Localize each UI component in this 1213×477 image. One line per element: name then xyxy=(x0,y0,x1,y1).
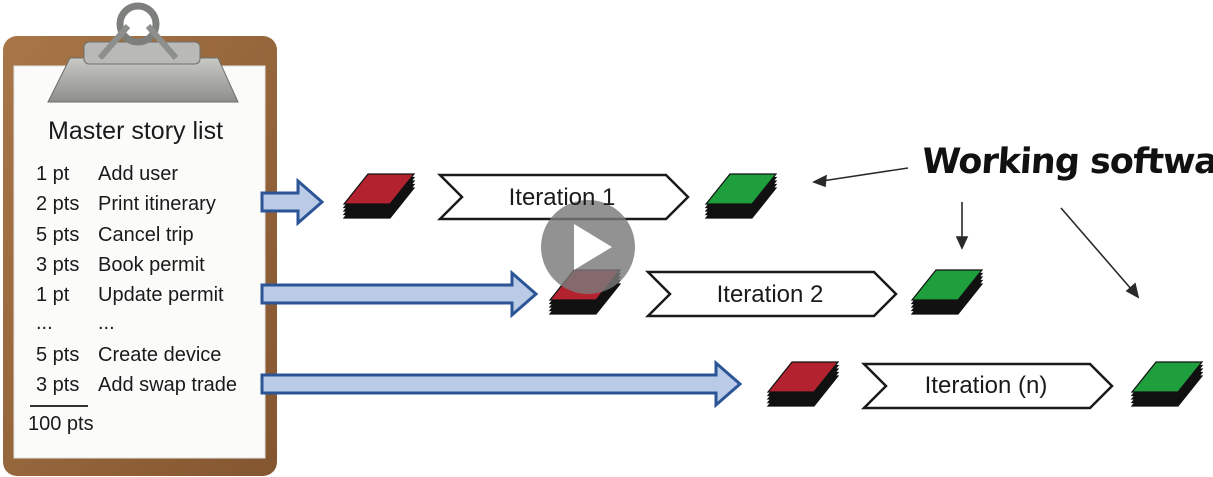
iteration-chevron-1 xyxy=(436,173,690,221)
story-name: Print itinerary xyxy=(98,193,216,215)
binder-clip-icon xyxy=(47,2,239,103)
story-points: ... xyxy=(36,312,53,334)
iteration-label-n: Iteration (n) xyxy=(924,372,1048,399)
clipboard-title: Master story list xyxy=(48,117,224,145)
clipboard-paper xyxy=(13,65,266,459)
story-points: 3 pts xyxy=(36,254,80,276)
play-button[interactable] xyxy=(541,200,635,294)
clipboard xyxy=(3,2,277,476)
output-card-stack-1 xyxy=(704,173,778,219)
iteration-chevron-n xyxy=(860,362,1114,410)
story-name: Create device xyxy=(98,344,222,366)
flow-arrow-1 xyxy=(260,177,325,227)
story-name: Update permit xyxy=(98,284,224,306)
input-card-stack-n xyxy=(766,361,840,407)
total-divider xyxy=(30,405,88,407)
story-points: 1 pt xyxy=(36,163,70,185)
output-card-stack-2 xyxy=(910,269,984,315)
story-points-total: 100 pts xyxy=(28,413,94,435)
story-points: 1 pt xyxy=(36,284,70,306)
story-name: Add user xyxy=(98,163,179,185)
pointer-arrow-iteration-n xyxy=(1060,207,1133,291)
story-name: Book permit xyxy=(98,254,205,276)
play-icon[interactable] xyxy=(574,224,612,270)
story-points: 5 pts xyxy=(36,344,80,366)
story-points: 5 pts xyxy=(36,224,80,246)
iteration-label-2: Iteration 2 xyxy=(716,281,824,308)
story-name: Cancel trip xyxy=(98,224,194,246)
story-name: Add swap trade xyxy=(98,374,237,396)
iteration-label-1: Iteration 1 xyxy=(508,184,616,211)
story-name: ... xyxy=(98,312,115,334)
story-points: 3 pts xyxy=(36,374,80,396)
iteration-chevron-2 xyxy=(644,270,898,318)
card-stacks xyxy=(342,173,1204,407)
annotation-arrows xyxy=(811,167,1140,299)
flow-arrows xyxy=(260,177,743,409)
pointer-arrow-iteration-1 xyxy=(821,167,909,182)
flow-arrow-2 xyxy=(260,269,539,319)
flow-arrow-3 xyxy=(260,359,743,409)
story-points: 2 pts xyxy=(36,193,80,215)
input-card-stack-1 xyxy=(342,173,416,219)
iteration-chevrons xyxy=(436,173,1114,410)
working-software-annotation: Working software xyxy=(920,142,1213,182)
output-card-stack-n xyxy=(1130,361,1204,407)
